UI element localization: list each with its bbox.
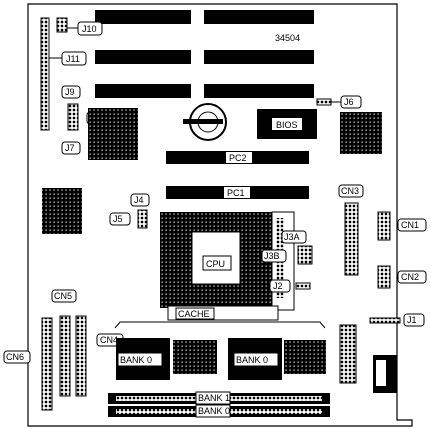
j9-callout: [61, 85, 81, 99]
isa-slots: [95, 10, 314, 98]
j3a-label: J3A: [284, 232, 300, 242]
j6-label: J6: [344, 97, 354, 107]
j1-callout: [403, 313, 425, 327]
board-outline: [27, 3, 413, 427]
cn3-header: [344, 202, 359, 276]
part-number: 34504: [275, 33, 300, 43]
cn6-label: CN6: [6, 352, 24, 362]
cn3-callout: [338, 184, 364, 198]
chip-mid-right: [284, 340, 326, 374]
j3b-callout: [261, 249, 287, 263]
j11-callout: [61, 51, 87, 66]
bios-label: BIOS: [276, 120, 298, 130]
cn2-callout: [397, 270, 427, 284]
j7-callout: [61, 141, 81, 155]
pc1-label: PC1: [227, 188, 245, 198]
j3a-callout: [281, 230, 307, 244]
cn5-callout: [51, 289, 77, 303]
bank0-right-label: BANK 0: [236, 355, 268, 365]
chip-upper-left: [88, 108, 138, 160]
j5-label: J5: [113, 214, 123, 224]
bank1-slot-label: BANK 1: [198, 393, 230, 403]
cpu-label: CPU: [206, 259, 225, 269]
cn1-label: CN1: [401, 220, 419, 230]
j11-label: J11: [66, 54, 80, 64]
j10-pins: [56, 17, 68, 33]
cn4-header: [75, 315, 87, 397]
j4-callout: [130, 193, 150, 207]
cn3-label: CN3: [341, 186, 359, 196]
j7-label: J7: [65, 143, 75, 153]
left-header: [40, 17, 50, 131]
cn5-header: [59, 315, 71, 397]
j8-j7-pins: [67, 103, 79, 131]
cn1-callout: [397, 218, 427, 232]
j9-label: J9: [65, 87, 75, 97]
j1-label: J1: [407, 315, 417, 325]
cn4-label: CN4: [100, 335, 118, 345]
j2-label: J2: [273, 281, 283, 291]
j6-callout: [340, 95, 362, 109]
cn5-label: CN5: [54, 291, 72, 301]
j2-callout: [269, 279, 291, 293]
chip-upper-right: [340, 112, 382, 154]
chip-left: [42, 188, 82, 234]
j4-label: J4: [134, 195, 144, 205]
pc2-label: PC2: [229, 153, 247, 163]
cn2-label: CN2: [401, 272, 419, 282]
chip-mid-left: [173, 340, 217, 374]
j10-callout: [77, 21, 103, 36]
cn6-header: [41, 317, 53, 411]
cn6-callout: [3, 350, 31, 364]
bank0-slot-label: BANK 0: [198, 406, 230, 416]
power-connector: [339, 324, 357, 384]
cache-label: CACHE: [178, 309, 210, 319]
j5-callout: [109, 212, 131, 226]
bank0-left-label: BANK 0: [120, 355, 152, 365]
j3b-label: J3B: [264, 251, 280, 261]
j10-label: J10: [82, 24, 97, 34]
